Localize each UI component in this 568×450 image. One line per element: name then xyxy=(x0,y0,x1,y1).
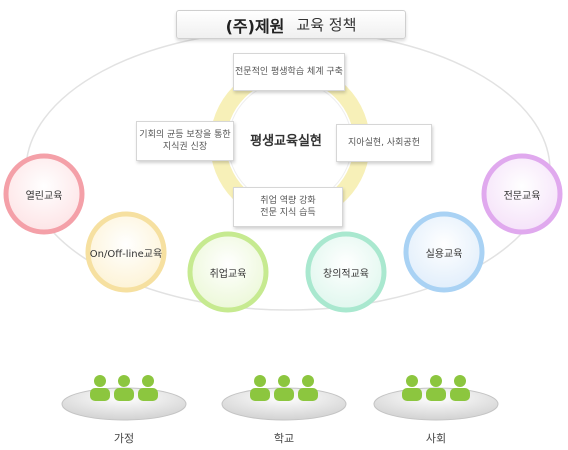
bubble-online-offline-education: On/Off-line교육 xyxy=(89,248,163,260)
note-top: 전문적인 평생학습 체계 구축 xyxy=(233,53,345,91)
bubble-ring-creative xyxy=(305,231,387,313)
bubble-ring-online xyxy=(85,211,167,293)
bubble-ring-practical xyxy=(403,211,485,293)
bubble-employment-education: 취업교육 xyxy=(209,268,247,280)
bubble-ring-open xyxy=(3,153,85,235)
group-label-home: 가정 xyxy=(113,432,135,445)
center-label: 평생교육실현 xyxy=(250,134,322,149)
note-bottom: 취업 역량 강화 전문 지식 습득 xyxy=(233,187,343,227)
note-left: 기회의 균등 보장을 통한 지식권 신장 xyxy=(136,121,234,161)
bubble-ring-professional xyxy=(481,153,563,235)
bubble-open-education: 열린교육 xyxy=(25,190,63,202)
people-society-icon xyxy=(402,375,470,401)
bubble-ring-employment xyxy=(187,231,269,313)
policy-title: 교육 정책 xyxy=(296,16,357,34)
company-name: (주)제원 xyxy=(225,16,285,36)
people-school-icon xyxy=(250,375,318,401)
bubble-creative-education: 창의적교육 xyxy=(323,268,369,280)
people-home-icon xyxy=(90,375,158,401)
bubble-professional-education: 전문교육 xyxy=(503,190,541,202)
group-label-school: 학교 xyxy=(273,432,295,445)
title-box: (주)제원 교육 정책 xyxy=(176,10,406,39)
note-right: 지아실현, 사회공헌 xyxy=(336,124,432,162)
group-label-society: 사회 xyxy=(425,432,447,445)
bubble-practical-education: 실용교육 xyxy=(425,248,463,260)
